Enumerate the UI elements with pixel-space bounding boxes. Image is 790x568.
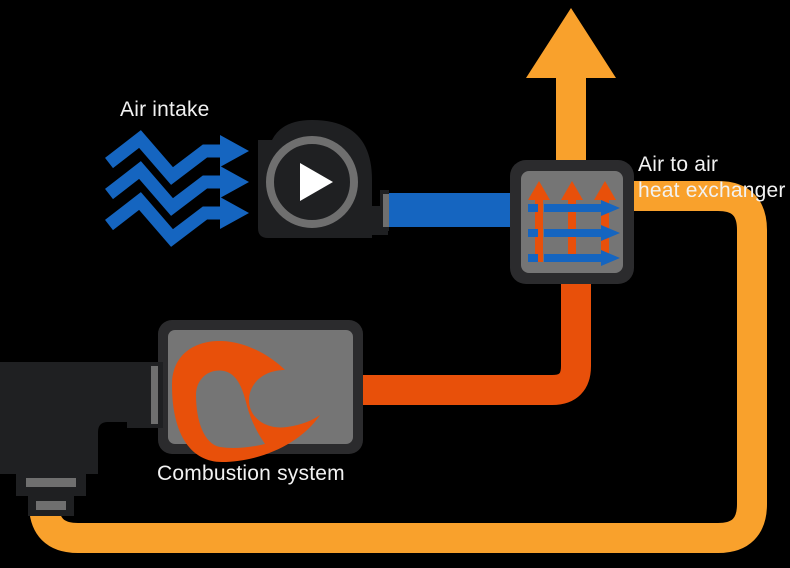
label-heat-exchanger-line2: heat exchanger <box>638 179 786 202</box>
exhaust-arrow-up <box>526 8 616 170</box>
air-intake-arrow-1 <box>105 130 249 185</box>
label-combustion-system: Combustion system <box>157 462 345 485</box>
hx-cold-arrows <box>528 200 620 266</box>
combustion-hot-gas-pipe <box>352 276 591 405</box>
label-heat-exchanger: Air to air heat exchanger <box>638 152 786 204</box>
cold-air-pipe <box>380 193 520 227</box>
air-intake-arrow-2 <box>105 161 249 216</box>
heat-exchanger <box>510 160 634 284</box>
hx-cold-arrow-2 <box>528 225 620 241</box>
hx-hot-arrows <box>528 181 616 262</box>
hx-hot-arrow-1 <box>528 181 550 262</box>
flame-swirl-icon <box>172 340 320 462</box>
hx-cold-arrow-1 <box>528 200 620 216</box>
hx-cold-arrow-3 <box>528 250 620 266</box>
combustion-system <box>158 320 363 462</box>
blower-fan <box>258 120 389 238</box>
air-intake-arrow-group <box>105 130 249 247</box>
burner-unit <box>0 362 163 516</box>
amber-return-pipe <box>29 181 767 553</box>
air-intake-arrow-3 <box>105 192 249 247</box>
label-heat-exchanger-line1: Air to air <box>638 153 719 176</box>
label-air-intake: Air intake <box>120 98 210 121</box>
